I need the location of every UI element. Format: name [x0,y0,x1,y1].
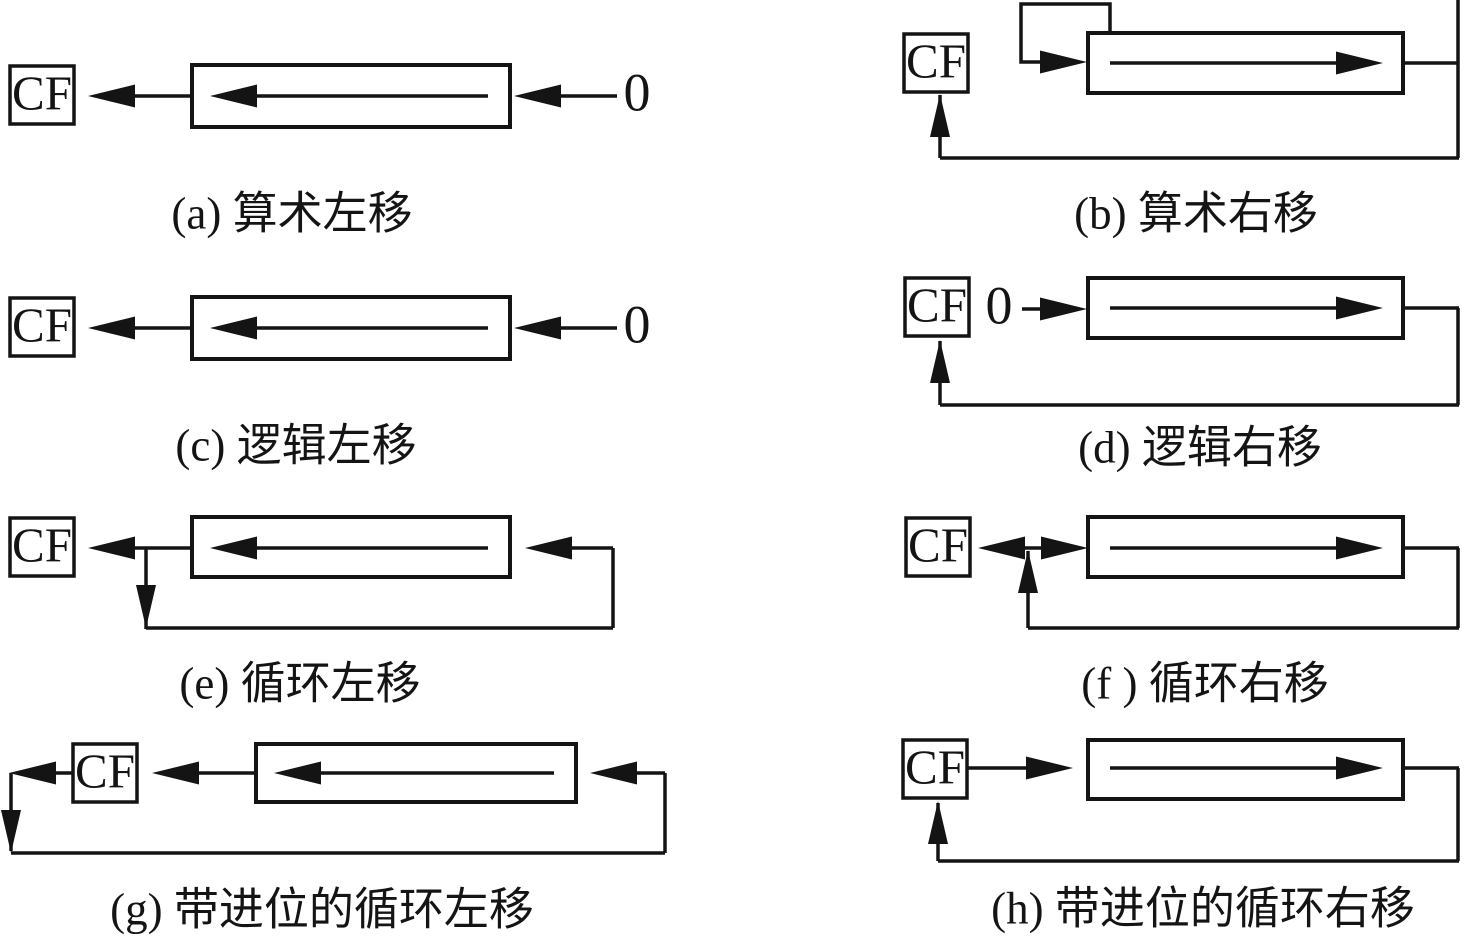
arrowhead-up-icon [1018,550,1038,593]
arrowhead-left-icon [210,84,257,108]
panel-a: CF 0 (a) 算术左移 [8,62,651,238]
arrowhead-down-icon [1,810,21,853]
panel-caption: (g) 带进位的循环左移 [110,884,534,934]
panel-caption: (a) 算术左移 [171,188,412,238]
zero-label: 0 [624,62,651,122]
cf-label: CF [12,65,72,120]
arrowhead-up-icon [928,801,948,844]
cf-label: CF [75,743,135,798]
panel-d: CF 0 (d) 逻辑右移 [903,275,1460,472]
cf-box [8,296,76,358]
arrowhead-right-icon [1336,756,1383,780]
panel-h: CF (h) 带进位的循环右移 [901,738,1460,933]
cf-label: CF [908,517,968,572]
panel-f: CF (f ) 循环右移 [904,515,1460,708]
arrowhead-right-icon [1040,297,1087,321]
panel-caption: (h) 带进位的循环右移 [991,883,1415,933]
cf-label: CF [905,739,965,794]
arrowhead-up-icon [930,340,950,383]
feedback-loop-wire [1019,2,1112,64]
arrowhead-left-icon [9,761,56,785]
panel-caption: (c) 逻辑左移 [175,420,416,470]
panel-g: CF (g) 带进位的循环左移 [1,742,667,934]
arrowhead-left-icon [514,316,561,340]
arrowhead-up-icon [930,94,950,137]
panel-caption: (e) 循环左移 [179,658,420,708]
panel-caption: (f ) 循环右移 [1081,658,1328,708]
cf-box [902,32,970,94]
panel-caption: (d) 逻辑右移 [1078,422,1322,472]
panel-caption: (b) 算术右移 [1074,188,1318,238]
arrowhead-left-icon [210,536,257,560]
arrowhead-left-icon [274,761,321,785]
panel-e: CF (e) 循环左移 [8,515,615,708]
arrowhead-left-icon [88,536,135,560]
arrowhead-right-icon [1336,536,1383,560]
panel-b: CF (b) 算术右移 [902,0,1460,238]
arrowhead-left-icon [978,536,1025,560]
panel-c: CF 0 (c) 逻辑左移 [8,294,651,470]
arrowhead-left-icon [88,84,135,108]
cf-box [901,738,969,800]
cf-box [8,516,76,578]
cf-box [904,516,972,578]
cf-box [8,64,76,126]
cf-label: CF [12,517,72,572]
zero-label: 0 [624,294,651,354]
cf-label: CF [907,277,967,332]
arrowhead-left-icon [525,536,572,560]
arrowhead-right-icon [1336,51,1383,75]
arrowhead-right-icon [1336,296,1383,320]
arrowhead-right-icon [1040,50,1087,74]
cf-box [71,742,139,804]
arrowhead-left-icon [590,761,637,785]
arrowhead-left-icon [88,316,135,340]
arrowhead-down-icon [136,585,156,628]
zero-label: 0 [986,275,1013,335]
arrowhead-left-icon [514,84,561,108]
arrowhead-right-icon [1026,756,1073,780]
arrowhead-left-icon [210,316,257,340]
cf-label: CF [906,33,966,88]
cf-label: CF [12,297,72,352]
arrowhead-right-icon [1041,536,1088,560]
arrowhead-left-icon [152,761,199,785]
cf-box [903,276,971,338]
